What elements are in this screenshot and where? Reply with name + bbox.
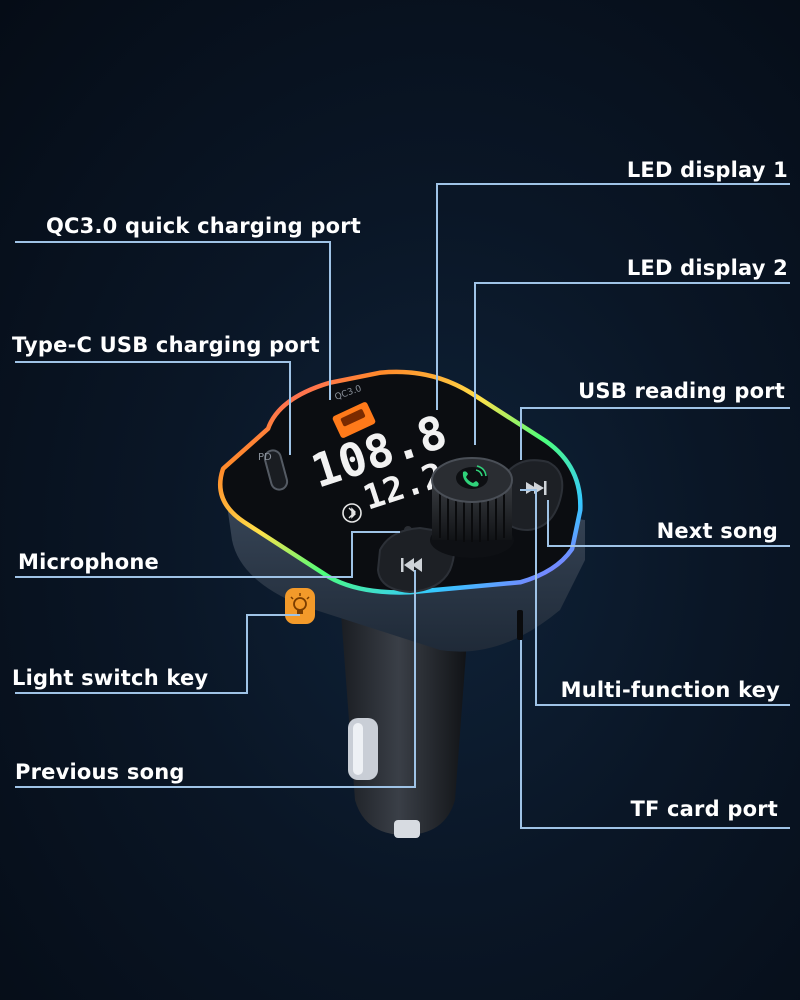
leader-qc30 bbox=[15, 241, 331, 400]
label-multi-function-key: Multi-function key bbox=[560, 678, 780, 702]
label-led-display-2: LED display 2 bbox=[626, 256, 788, 280]
leader-led-display-1 bbox=[436, 183, 790, 410]
label-previous-song: Previous song bbox=[15, 760, 185, 784]
leader-tf-card bbox=[520, 640, 790, 829]
usb-c-port-icon bbox=[263, 449, 289, 491]
leader-light-switch bbox=[15, 614, 300, 694]
tf-card-slot bbox=[517, 610, 523, 640]
light-switch-key[interactable] bbox=[285, 588, 315, 624]
leader-usb-reading bbox=[520, 407, 790, 460]
usb-a-port-icon bbox=[332, 402, 376, 438]
label-microphone: Microphone bbox=[18, 550, 159, 574]
leader-multi-function bbox=[520, 489, 790, 706]
label-next-song: Next song bbox=[656, 519, 778, 543]
light-bulb-icon bbox=[290, 593, 310, 614]
label-led-display-1: LED display 1 bbox=[626, 158, 788, 182]
previous-track-icon bbox=[401, 558, 422, 572]
phone-call-icon bbox=[456, 465, 488, 489]
tip-contact bbox=[394, 820, 420, 838]
leader-microphone bbox=[15, 531, 400, 578]
label-tf-card-port: TF card port bbox=[630, 797, 778, 821]
label-qc30-port: QC3.0 quick charging port bbox=[46, 214, 361, 238]
multi-function-knob[interactable] bbox=[430, 457, 514, 558]
label-usb-reading-port: USB reading port bbox=[578, 379, 785, 403]
leader-type-c bbox=[15, 361, 291, 455]
label-light-switch-key: Light switch key bbox=[12, 666, 209, 690]
leader-previous-song bbox=[15, 570, 416, 788]
pd-port-label: PD bbox=[258, 452, 272, 463]
leader-next-song bbox=[547, 500, 790, 547]
bluetooth-icon bbox=[342, 503, 362, 523]
leader-lines bbox=[15, 183, 790, 829]
car-plug bbox=[340, 600, 470, 838]
next-song-button[interactable] bbox=[498, 459, 564, 532]
leader-led-display-2 bbox=[474, 282, 790, 445]
label-type-c-port: Type-C USB charging port bbox=[12, 333, 320, 357]
